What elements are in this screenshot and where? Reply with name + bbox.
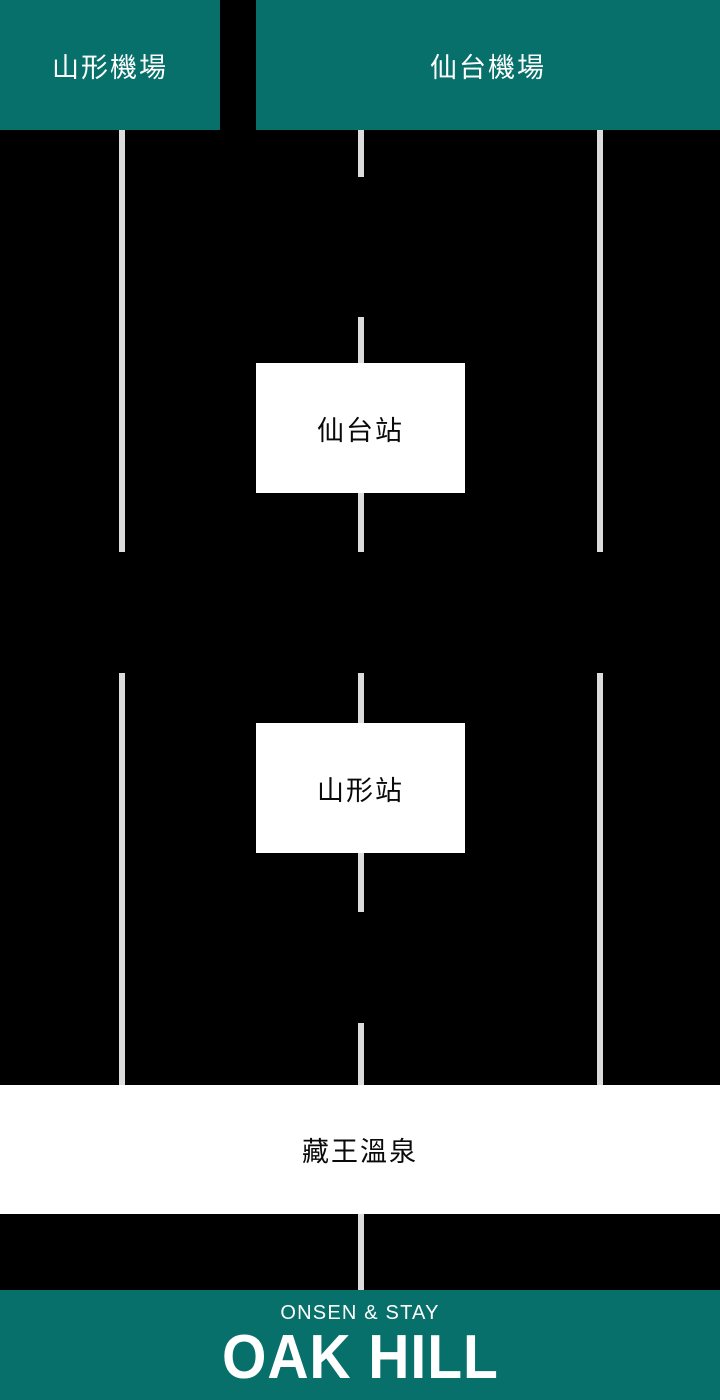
header-label-yamagata-airport: 山形機場 [52,52,168,83]
station-node-yamagata[interactable]: 山形站 [256,723,465,853]
header-panel-yamagata-airport[interactable]: 山形機場 [0,0,220,130]
footer-logo-bar[interactable]: ONSEN & STAY OAK HILL [0,1290,720,1400]
route-line-center-seg-2 [358,317,364,363]
footer-brand-name: OAK HILL [221,1323,499,1393]
route-line-center-seg-6 [358,1023,364,1085]
route-line-center-seg-4 [358,673,364,723]
station-node-sendai[interactable]: 仙台站 [256,363,465,493]
destination-label-zao-onsen: 藏王溫泉 [302,1137,418,1167]
route-line-right-upper [597,130,603,552]
header-panel-sendai-airport[interactable]: 仙台機場 [256,0,720,130]
header-label-sendai-airport: 仙台機場 [430,52,546,83]
destination-node-zao-onsen[interactable]: 藏王溫泉 [0,1085,720,1214]
route-line-center-seg-7 [358,1214,364,1290]
route-line-left-upper [119,130,125,552]
route-line-center-seg-1 [358,130,364,177]
station-label-sendai: 仙台站 [317,415,404,446]
route-line-center-seg-5 [358,853,364,912]
route-line-right-lower [597,673,603,1085]
route-line-left-lower [119,673,125,1085]
route-line-center-seg-3 [358,493,364,552]
station-label-yamagata: 山形站 [317,775,404,806]
footer-tagline: ONSEN & STAY [280,1302,440,1325]
